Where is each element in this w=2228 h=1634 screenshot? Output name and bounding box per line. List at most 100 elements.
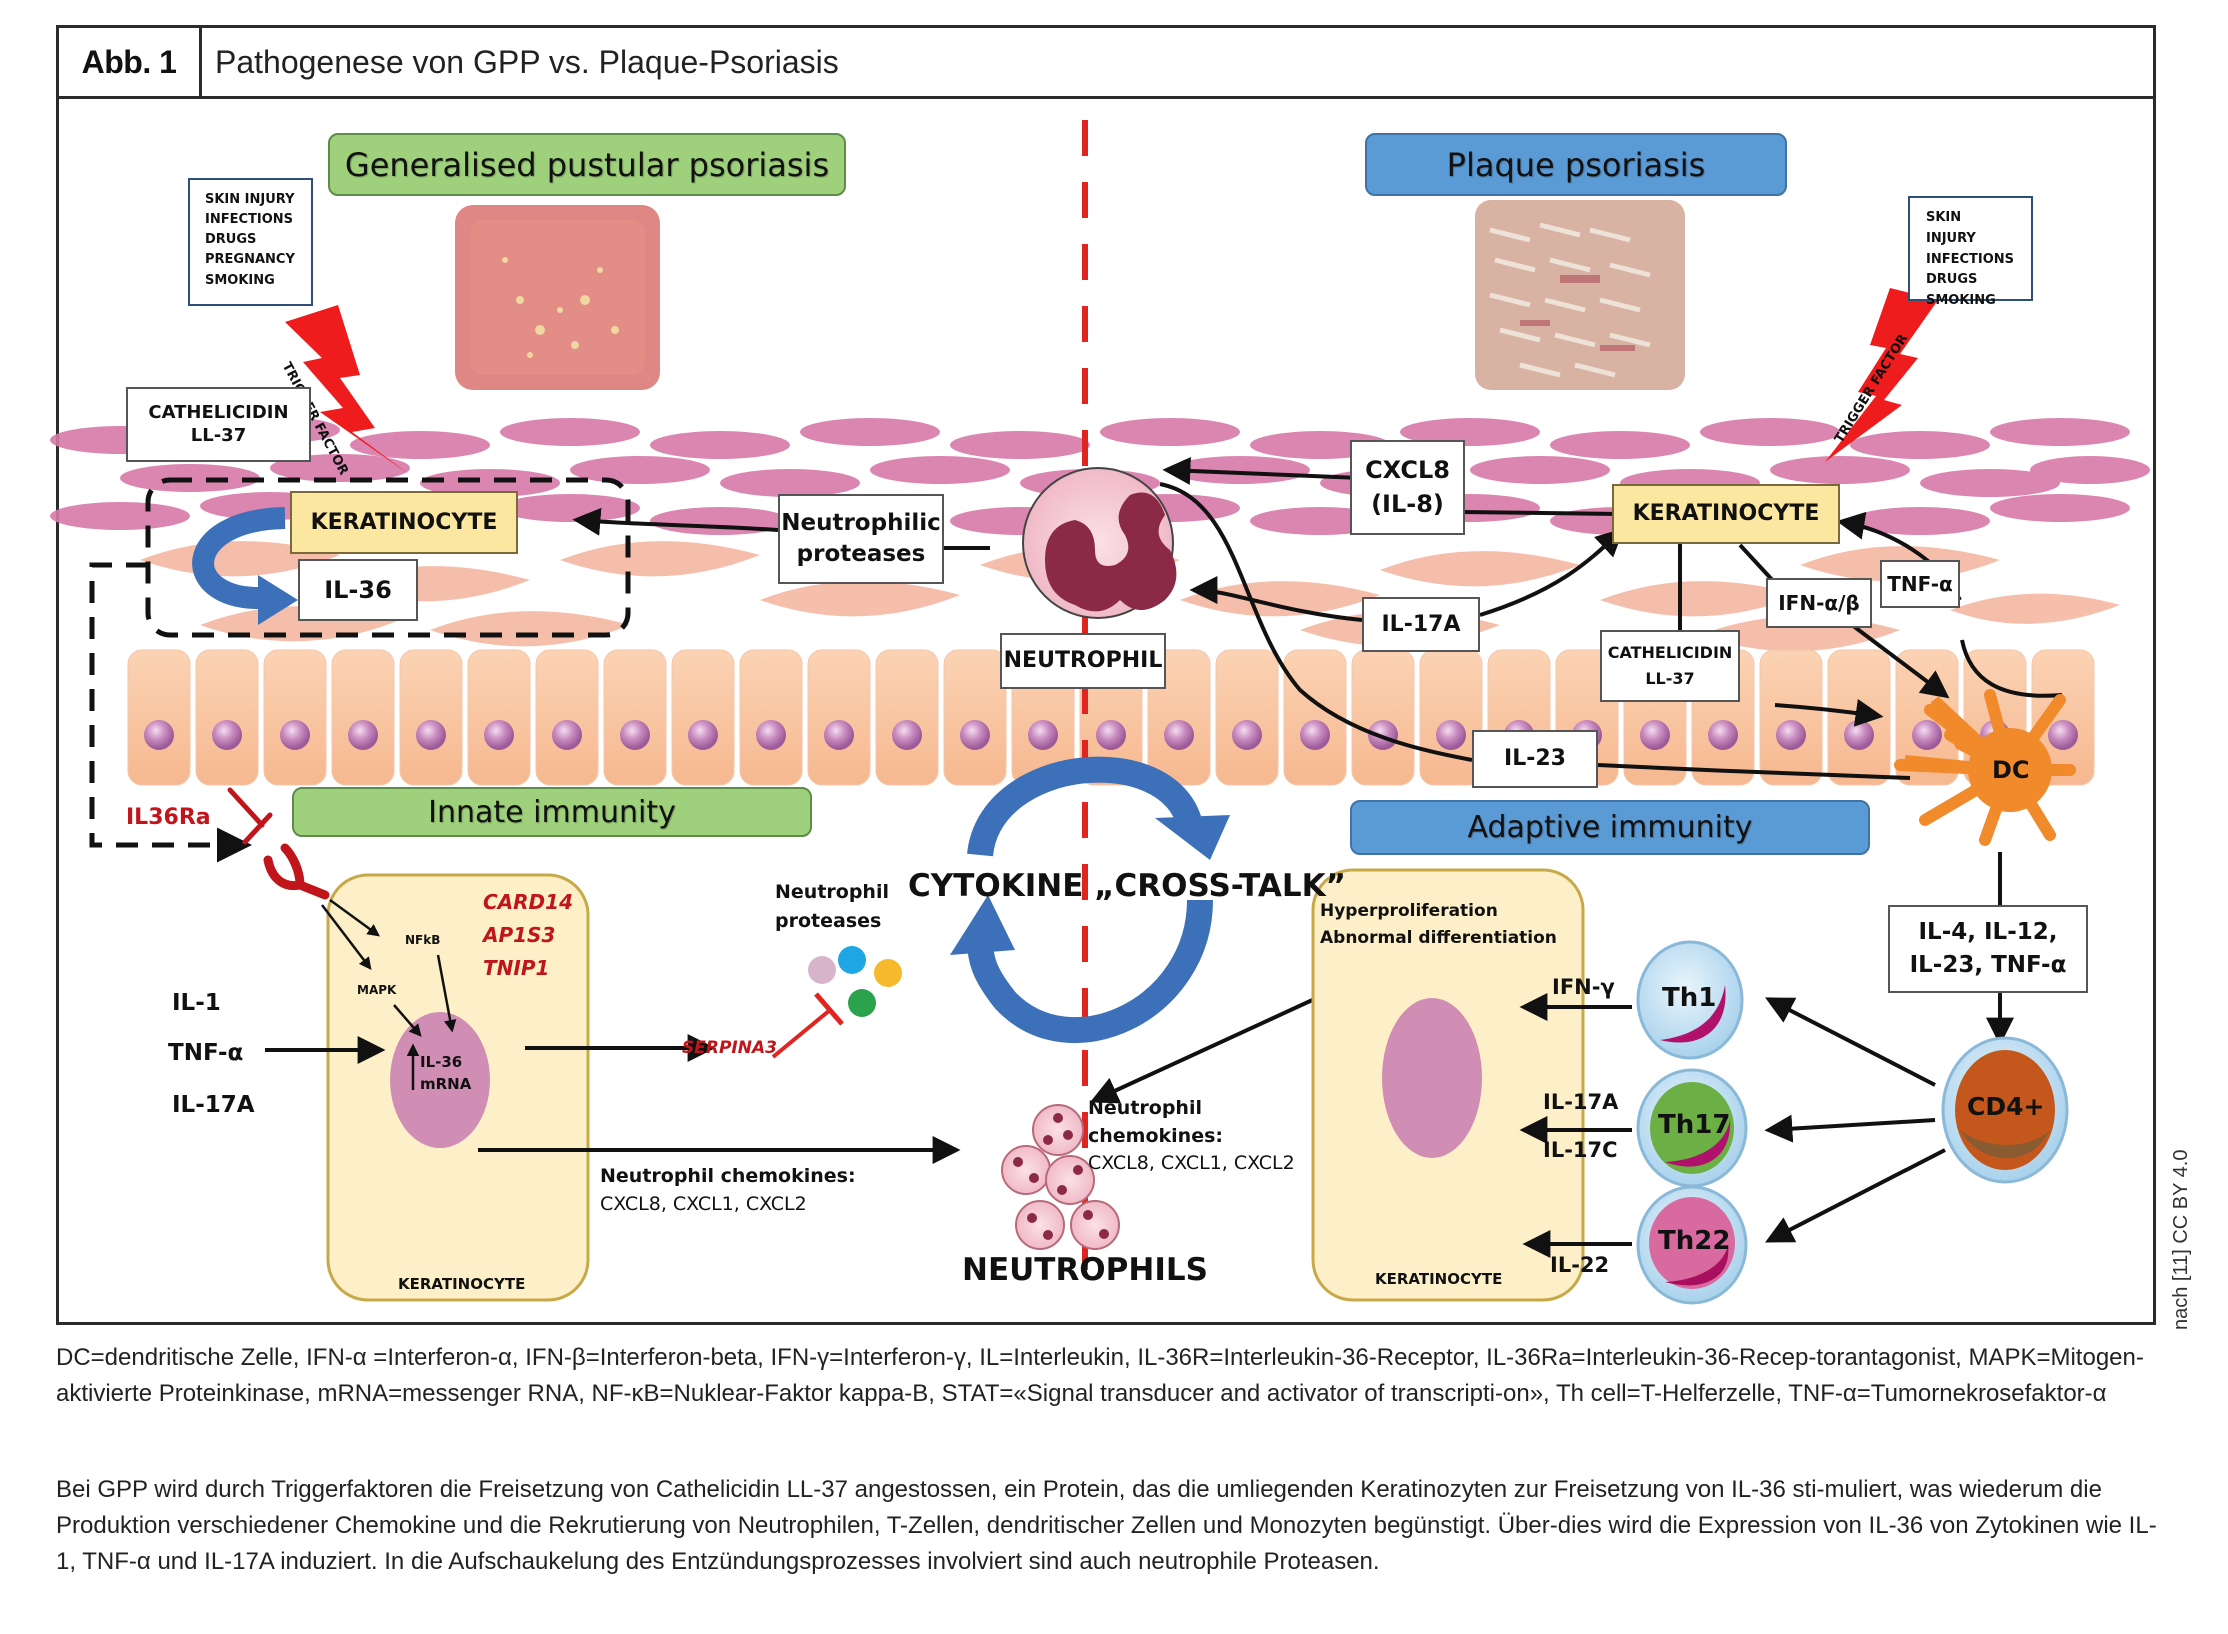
box-line: CATHELICIDIN xyxy=(1607,643,1733,663)
basal-cell-nucleus xyxy=(1640,720,1670,750)
neutrophilic-proteases-box: Neutrophilic proteases xyxy=(778,494,944,584)
inducer-il1: IL-1 xyxy=(172,990,221,1016)
il17c-label: IL-17C xyxy=(1543,1138,1618,1162)
trigger-bolt-left xyxy=(285,305,410,475)
trigger-item: PREGNANCY xyxy=(205,252,295,268)
il22-label: IL-22 xyxy=(1550,1253,1610,1277)
proteases-to-keratinocyte-arrow xyxy=(572,507,779,536)
basal-cell xyxy=(1283,649,1347,786)
nfkb-label: NFkB xyxy=(405,933,441,947)
cross-talk-arrows xyxy=(967,756,1213,1043)
il36ra-label: IL36Ra xyxy=(126,805,211,830)
basal-cell-nucleus xyxy=(2048,720,2078,750)
cxcl8-box: CXCL8 (IL-8) xyxy=(1350,440,1465,535)
th22-label: Th22 xyxy=(1658,1226,1731,1256)
protease-dot xyxy=(808,956,836,984)
box-line: CXCL8 xyxy=(1365,455,1450,484)
protease-dot xyxy=(874,959,902,987)
figure-description: Bei GPP wird durch Triggerfaktoren die F… xyxy=(56,1476,2157,1575)
ifn-gamma-label: IFN-γ xyxy=(1552,975,1615,999)
box-line: CATHELICIDIN xyxy=(148,402,289,423)
neutrophil-chemokines-left: Neutrophil chemokines: CXCL8, CXCL1, CXC… xyxy=(600,1163,856,1218)
abbreviations-caption: DC=dendritische Zelle, IFN-α =Interferon… xyxy=(56,1344,2144,1407)
neutrophil-chemokines-right: Neutrophil chemokines: CXCL8, CXCL1, CXC… xyxy=(1088,1095,1295,1178)
basal-cell xyxy=(807,649,871,786)
basal-cell xyxy=(875,649,939,786)
il23-box: IL-23 xyxy=(1472,730,1598,788)
basal-cell xyxy=(399,649,463,786)
box-line: LL-37 xyxy=(190,424,247,446)
basal-cell-nucleus xyxy=(484,720,514,750)
cathelicidin-ll37-box-right: CATHELICIDIN LL-37 xyxy=(1600,630,1740,702)
gene-tnip1: TNIP1 xyxy=(483,956,550,980)
mapk-label: MAPK xyxy=(357,983,397,997)
box-line: IL-23, TNF-α xyxy=(1909,952,2067,978)
figure-header: Abb. 1 Pathogenese von GPP vs. Plaque-Ps… xyxy=(56,25,2156,99)
il36-loop-dashed-box xyxy=(145,477,631,638)
basal-cell-nucleus xyxy=(1912,720,1942,750)
trigger-item: SKIN INJURY xyxy=(1926,210,1976,246)
box-line: IL-4, IL-12, xyxy=(1918,918,2058,945)
dc-label: DC xyxy=(1992,756,2030,784)
basal-cell xyxy=(603,649,667,786)
cd4-cell xyxy=(1941,1036,2069,1184)
hyperproliferation-label: Hyperproliferation Abnormal differentiat… xyxy=(1320,898,1557,952)
proteases-line: Neutrophil xyxy=(775,881,889,903)
basal-cell xyxy=(671,649,735,786)
serpina3-label: SERPINA3 xyxy=(682,1038,777,1058)
keratinocyte-cell-label-left: KERATINOCYTE xyxy=(398,1275,526,1293)
basal-cell xyxy=(1827,649,1891,786)
box-line: LL-37 xyxy=(1645,669,1695,688)
th17-cell xyxy=(1636,1068,1748,1188)
basal-cell xyxy=(331,649,395,786)
il36-mrna-label: IL-36 mRNA xyxy=(420,1052,471,1096)
tnf-alpha-box-top: TNF-α xyxy=(1880,560,1960,608)
basal-cell-nucleus xyxy=(416,720,446,750)
th22-cell xyxy=(1636,1185,1748,1305)
basal-cell-nucleus xyxy=(1164,720,1194,750)
basal-cell-nucleus xyxy=(144,720,174,750)
plaque-skin-photo xyxy=(1475,200,1685,390)
figure-title: Pathogenese von GPP vs. Plaque-Psoriasis xyxy=(215,43,839,80)
il36-receptor xyxy=(227,787,330,900)
figure-number: Abb. 1 xyxy=(59,28,202,96)
basal-cell-nucleus xyxy=(892,720,922,750)
cd4-label: CD4+ xyxy=(1967,1092,2045,1121)
basal-cell-nucleus xyxy=(620,720,650,750)
trigger-item: DRUGS xyxy=(205,232,257,248)
inducer-il17a: IL-17A xyxy=(172,1092,255,1118)
il17a-th17-label: IL-17A xyxy=(1543,1090,1619,1114)
chemokine-line: Neutrophil xyxy=(1088,1097,1202,1119)
basal-cell-nucleus xyxy=(280,720,310,750)
basal-cell-nucleus xyxy=(1436,720,1466,750)
neutrophils-label: NEUTROPHILS xyxy=(962,1252,1208,1288)
adaptive-immunity-banner: Adaptive immunity xyxy=(1350,800,1870,855)
protease-dots xyxy=(808,946,902,1017)
basal-layer-cells xyxy=(127,649,2095,786)
il36-feedback-dashed-line xyxy=(89,562,252,863)
gpp-trigger-list: SKIN INJURY INFECTIONS DRUGS PREGNANCY S… xyxy=(188,178,313,306)
chemokine-line: Neutrophil chemokines: xyxy=(600,1165,856,1187)
basal-cell xyxy=(1351,649,1415,786)
box-line: proteases xyxy=(796,541,926,567)
box-line: (IL-8) xyxy=(1371,489,1444,518)
keratinocyte-box-left: KERATINOCYTE xyxy=(290,491,518,554)
dc-cytokines-box: IL-4, IL-12, IL-23, TNF-α xyxy=(1888,905,2088,993)
basal-cell-nucleus xyxy=(1776,720,1806,750)
basal-cell xyxy=(467,649,531,786)
cxcl8-to-neutrophil-arrow xyxy=(1162,456,1361,485)
basal-cell-nucleus xyxy=(212,720,242,750)
trigger-item: INFECTIONS xyxy=(1926,251,2015,267)
il36-box: IL-36 xyxy=(298,559,418,621)
basal-cell-nucleus xyxy=(688,720,718,750)
il17a-to-neutrophil-arrow xyxy=(1189,576,1363,622)
effect-line: Abnormal differentiation xyxy=(1320,928,1557,949)
plaque-trigger-list: SKIN INJURY INFECTIONS DRUGS SMOKING xyxy=(1908,196,2033,308)
basal-cell xyxy=(1215,649,1279,786)
keratinocyte-box-right: KERATINOCYTE xyxy=(1612,484,1840,544)
basal-cell xyxy=(739,649,803,786)
chemokine-line: chemokines: xyxy=(1088,1124,1223,1147)
basal-cell-nucleus xyxy=(1028,720,1058,750)
neutrophil-box: NEUTROPHIL xyxy=(1000,633,1166,689)
gene-card14: CARD14 xyxy=(483,890,573,914)
